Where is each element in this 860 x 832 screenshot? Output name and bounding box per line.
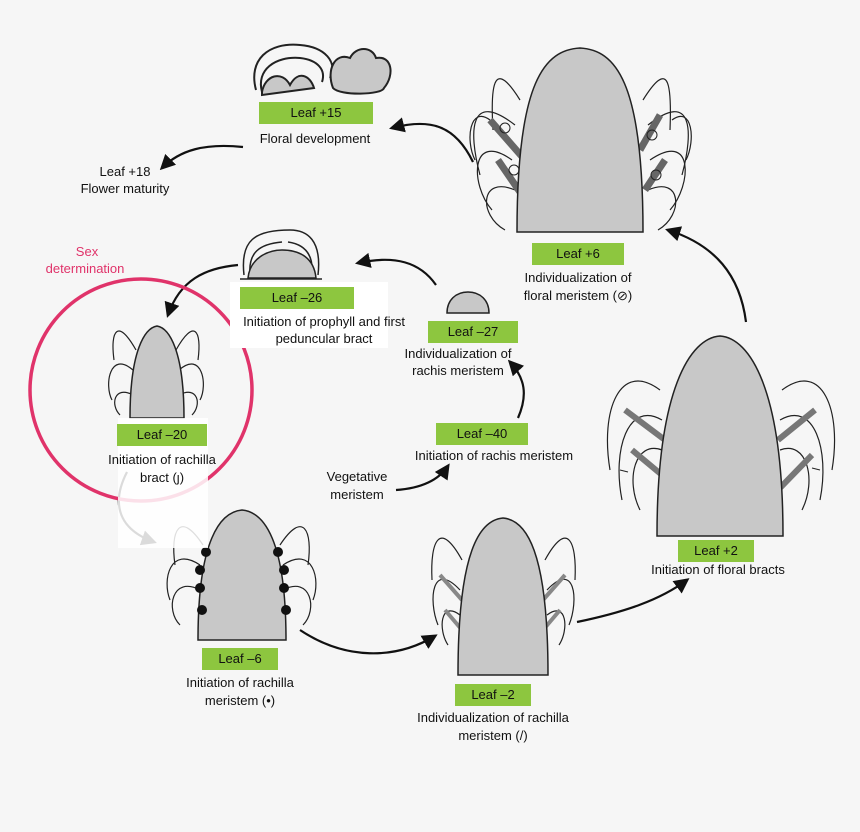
- arrow-icon: [164, 263, 239, 318]
- arrow-icon: [354, 252, 437, 286]
- stage-tag-leaf-plus2: Leaf +2: [678, 540, 754, 562]
- stage-caption-leaf-minus27-line2: rachis meristem: [412, 363, 504, 378]
- stage-caption-leaf-plus18-line1: Leaf +18: [99, 164, 151, 179]
- dot-icon: [279, 583, 289, 593]
- sex-determination-label-line2: determination: [45, 261, 125, 276]
- meristem-icon: [166, 509, 317, 641]
- stage-caption-leaf-minus27-line1: Individualization of: [404, 346, 512, 361]
- arrow-icon: [576, 578, 690, 624]
- stage-caption-leaf-minus26-line1: Initiation of prophyll and first: [243, 314, 405, 329]
- dot-icon: [273, 547, 283, 557]
- arrow-icon: [395, 463, 450, 492]
- meristem-icon: [431, 517, 576, 676]
- meristem-icon: [469, 47, 692, 233]
- stage-caption-leaf-plus15: Floral development: [259, 131, 371, 146]
- dot-icon: [195, 583, 205, 593]
- arrow-icon: [389, 117, 474, 163]
- dot-icon: [279, 565, 289, 575]
- dot-icon: [201, 547, 211, 557]
- arrow-icon: [159, 144, 244, 171]
- stage-tag-leaf-minus2: Leaf –2: [455, 684, 531, 706]
- arrow-icon: [507, 359, 525, 419]
- stage-tag-leaf-minus26: Leaf –26: [240, 287, 354, 309]
- stage-caption-leaf-minus2-line1: Individualization of rachilla: [417, 710, 569, 725]
- stage-tag-leaf-minus40: Leaf –40: [436, 423, 528, 445]
- stage-caption-leaf-minus6-line2: meristem (•): [204, 693, 276, 708]
- meristem-icon: [606, 335, 836, 537]
- stage-caption-leaf-plus2: Initiation of floral bracts: [651, 562, 785, 577]
- vegetative-meristem-label-line1: Vegetative: [326, 469, 388, 484]
- stage-caption-leaf-minus20-line2: bract (ȷ): [139, 470, 185, 485]
- stage-caption-leaf-plus18-line2: Flower maturity: [80, 181, 170, 196]
- stage-caption-leaf-minus40: Initiation of rachis meristem: [414, 448, 574, 463]
- arrow-icon: [299, 629, 438, 655]
- dot-icon: [197, 605, 207, 615]
- stage-caption-leaf-minus20-line1: Initiation of rachilla: [108, 452, 216, 467]
- stage-tag-leaf-minus6: Leaf –6: [202, 648, 278, 670]
- vegetative-meristem-label-line2: meristem: [330, 487, 384, 502]
- stage-caption-leaf-minus26-line2: peduncular bract: [275, 331, 373, 346]
- flower-icon: [253, 43, 392, 97]
- stage-tag-leaf-plus15: Leaf +15: [259, 102, 373, 124]
- stage-tag-leaf-plus6: Leaf +6: [532, 243, 624, 265]
- stage-caption-leaf-minus6-line1: Initiation of rachilla: [186, 675, 294, 690]
- sex-determination-label-line1: Sex: [75, 244, 99, 259]
- meristem-icon: [108, 325, 204, 419]
- dot-icon: [281, 605, 291, 615]
- arrow-icon: [665, 226, 748, 323]
- meristem-icon: [446, 291, 490, 314]
- stage-caption-leaf-plus6-line1: Individualization of: [524, 270, 632, 285]
- stage-tag-leaf-minus27: Leaf –27: [428, 321, 518, 343]
- stage-caption-leaf-minus2-line2: meristem (/): [458, 728, 528, 743]
- stage-caption-leaf-plus6-line2: floral meristem (⊘): [523, 288, 633, 303]
- stage-tag-leaf-minus20: Leaf –20: [117, 424, 207, 446]
- dot-icon: [195, 565, 205, 575]
- meristem-icon: [240, 229, 322, 280]
